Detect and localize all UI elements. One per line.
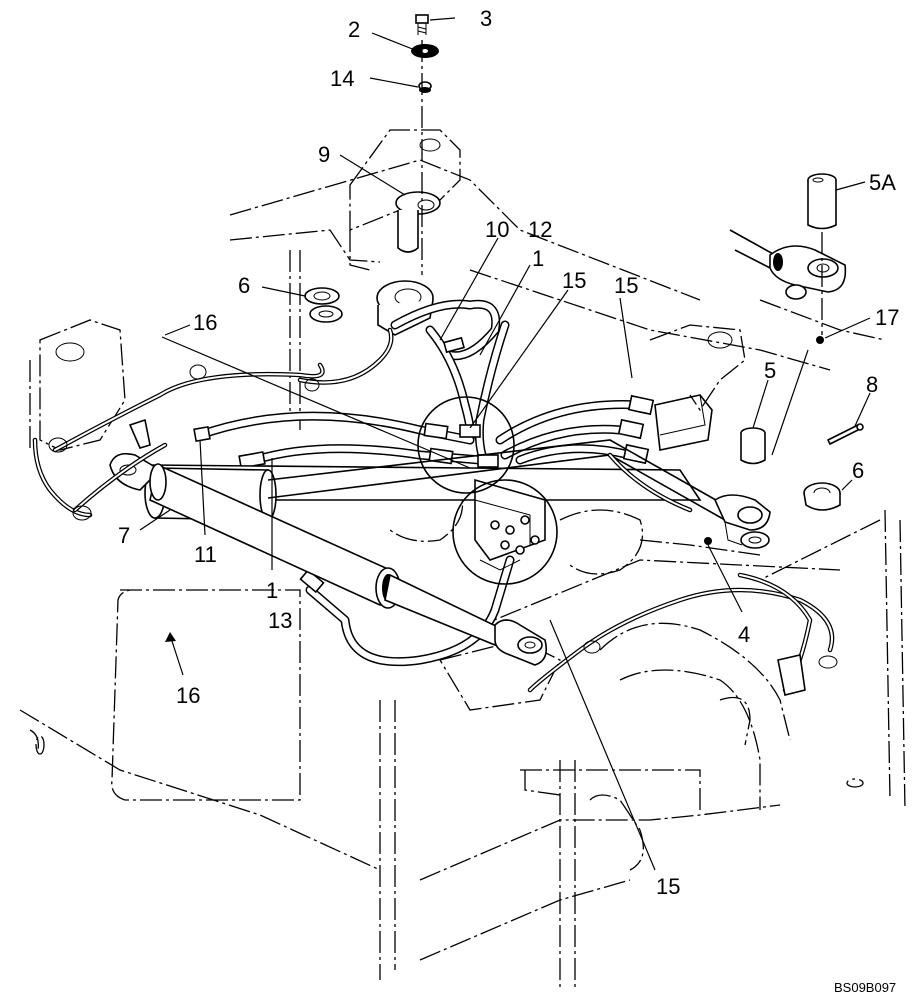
callout-13: 13 [268, 608, 292, 633]
callout-2: 2 [348, 17, 360, 42]
callout-16-bottom: 16 [176, 683, 200, 708]
callout-5: 5 [764, 358, 776, 383]
detail-circle-lower [452, 479, 558, 585]
spacer-ring [418, 81, 432, 93]
callout-labels: 3 2 14 9 5A 10 12 1 6 15 15 17 16 5 8 6 … [118, 6, 899, 899]
retaining-pin [826, 423, 864, 446]
callout-leaders [139, 17, 871, 871]
left-mount-bracket [29, 319, 126, 451]
callout-8: 8 [866, 372, 878, 397]
callout-7: 7 [118, 523, 130, 548]
callout-16-top: 16 [193, 310, 217, 335]
callout-9: 9 [318, 142, 330, 167]
drawing-code: BS09B097 [834, 980, 896, 995]
cylinder-rod-eye-right [713, 494, 771, 549]
callout-12: 12 [528, 217, 552, 242]
upper-pivot-bracket [349, 129, 461, 271]
pivot-pin-5a [807, 173, 837, 230]
bushing-right [803, 482, 841, 511]
flat-washer [411, 44, 439, 58]
callout-1-bottom: 1 [266, 578, 278, 603]
callout-6-left: 6 [238, 273, 250, 298]
callout-15-bottom: 15 [656, 874, 680, 899]
steering-link-arm [729, 229, 847, 335]
callout-11: 11 [194, 542, 217, 567]
callout-15-center: 15 [562, 268, 586, 293]
chassis-frame-outline [19, 159, 906, 990]
callout-5A: 5A [869, 170, 896, 195]
hose-fittings [193, 336, 655, 594]
right-mount-bracket [649, 324, 746, 412]
callout-4: 4 [738, 622, 750, 647]
callout-3: 3 [480, 6, 492, 31]
pivot-pin [395, 191, 441, 253]
callout-14: 14 [330, 66, 354, 91]
detail-circle-upper [417, 396, 515, 494]
small-fastener [704, 537, 712, 545]
mounting-bolt [415, 14, 429, 35]
callout-10: 10 [485, 217, 509, 242]
directional-valve [654, 394, 713, 451]
hydraulic-hoses [195, 299, 645, 667]
bushing-left [304, 287, 343, 323]
grease-fitting [816, 336, 824, 344]
callout-1-top: 1 [532, 246, 544, 271]
steering-cylinder-lower [149, 463, 548, 666]
callout-17: 17 [875, 305, 899, 330]
callout-15-right: 15 [614, 273, 638, 298]
pin-5 [740, 427, 766, 465]
manifold-block [474, 478, 546, 571]
callout-6-right: 6 [852, 458, 864, 483]
wiring-harness [32, 327, 838, 696]
